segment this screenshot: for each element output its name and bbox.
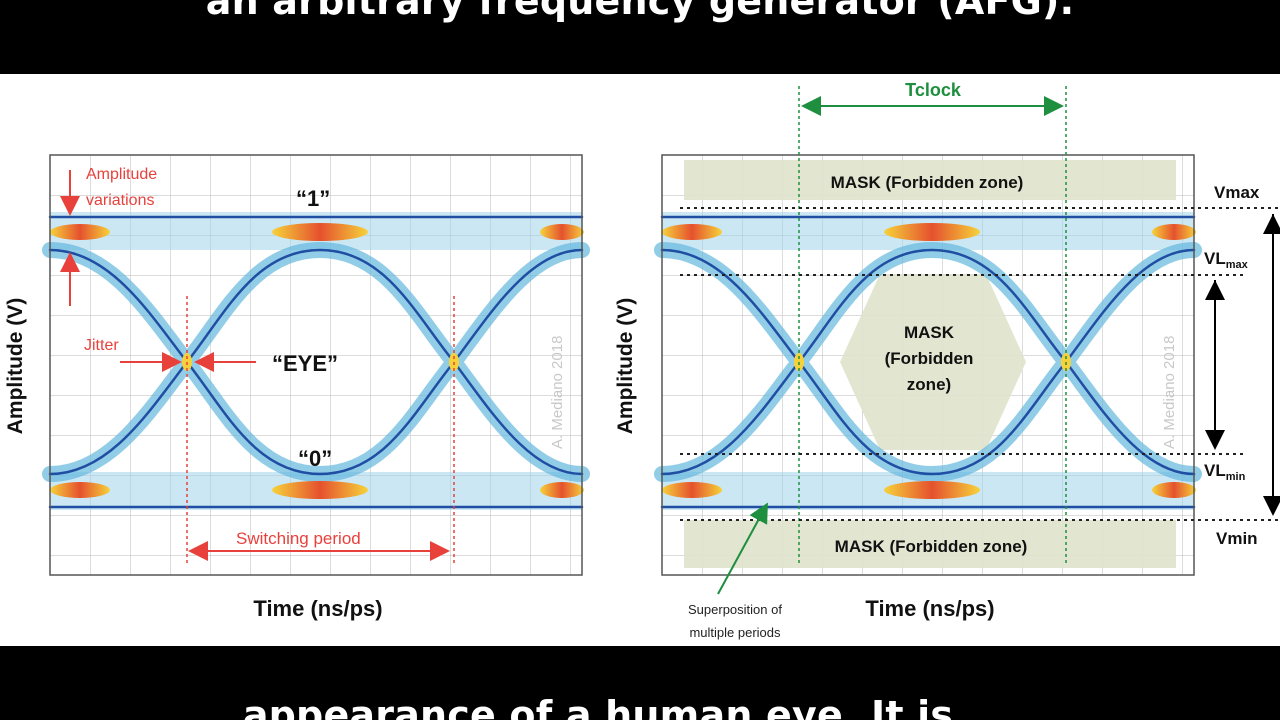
mask-top-zone (684, 160, 1176, 200)
left-y-axis-label: Amplitude (V) (4, 298, 27, 435)
vmin-label: Vmin (1216, 529, 1258, 548)
mask-bottom-label: MASK (Forbidden zone) (835, 537, 1028, 556)
left-x-axis-label: Time (ns/ps) (253, 596, 382, 621)
superposition-label-1: Superposition of (688, 602, 782, 617)
mask-center-zone (840, 274, 1026, 450)
top-caption-bar: an arbitrary frequency generator (AFG). (0, 0, 1280, 74)
vmax-label: Vmax (1214, 183, 1260, 202)
vl-min-label-base: VL (1204, 461, 1226, 480)
superposition-arrow (717, 502, 768, 595)
left-watermark: A. Mediano 2018 (549, 336, 566, 449)
amplitude-variations-label-2: variations (86, 192, 154, 209)
vl-min-label-sub: min (1226, 471, 1246, 483)
bottom-caption-text: appearance of a human eye. It is (243, 693, 953, 720)
top-caption-text: an arbitrary frequency generator (AFG). (205, 0, 1075, 23)
bottom-caption-bar: appearance of a human eye. It is (0, 646, 1280, 720)
mask-top-label: MASK (Forbidden zone) (831, 173, 1024, 192)
mask-center-label-3: zone) (907, 375, 951, 394)
jitter-label: Jitter (84, 337, 119, 354)
eye-diagram-figure: Amplitude variations “1” “0” Jitter “EYE… (0, 74, 1280, 646)
right-eye-traces (654, 212, 1202, 510)
left-eye-diagram: Amplitude variations “1” “0” Jitter “EYE… (4, 154, 590, 621)
eye-diagram-svg: Amplitude variations “1” “0” Jitter “EYE… (4, 80, 1280, 640)
level-zero-label: “0” (298, 446, 332, 471)
mask-bottom-zone (684, 520, 1176, 568)
superposition-label-2: multiple periods (689, 625, 781, 640)
switching-period-label: Switching period (236, 529, 361, 548)
vl-max-label-sub: max (1226, 259, 1249, 271)
left-eye-traces (42, 212, 590, 510)
right-plot-frame (661, 154, 1195, 576)
right-x-axis-label: Time (ns/ps) (865, 596, 994, 621)
right-y-axis-label: Amplitude (V) (614, 298, 637, 435)
tclock-label: Tclock (905, 80, 962, 100)
mask-center-label-1: MASK (904, 323, 955, 342)
bottom-caption-svg: appearance of a human eye. It is (243, 693, 953, 720)
vl-max-label-base: VL (1204, 249, 1226, 268)
amplitude-variations-label-1: Amplitude (86, 166, 157, 183)
eye-label: “EYE” (272, 351, 338, 376)
vl-min-label: VLmin (1204, 461, 1246, 483)
left-plot-frame (49, 154, 583, 576)
vl-max-label: VLmax (1204, 249, 1249, 271)
level-one-label: “1” (296, 186, 330, 211)
right-watermark: A. Mediano 2018 (1161, 336, 1178, 449)
mask-center-label-2: (Forbidden (885, 349, 974, 368)
right-eye-diagram: MASK (Forbidden zone) MASK (Forbidden zo… (614, 80, 1280, 640)
